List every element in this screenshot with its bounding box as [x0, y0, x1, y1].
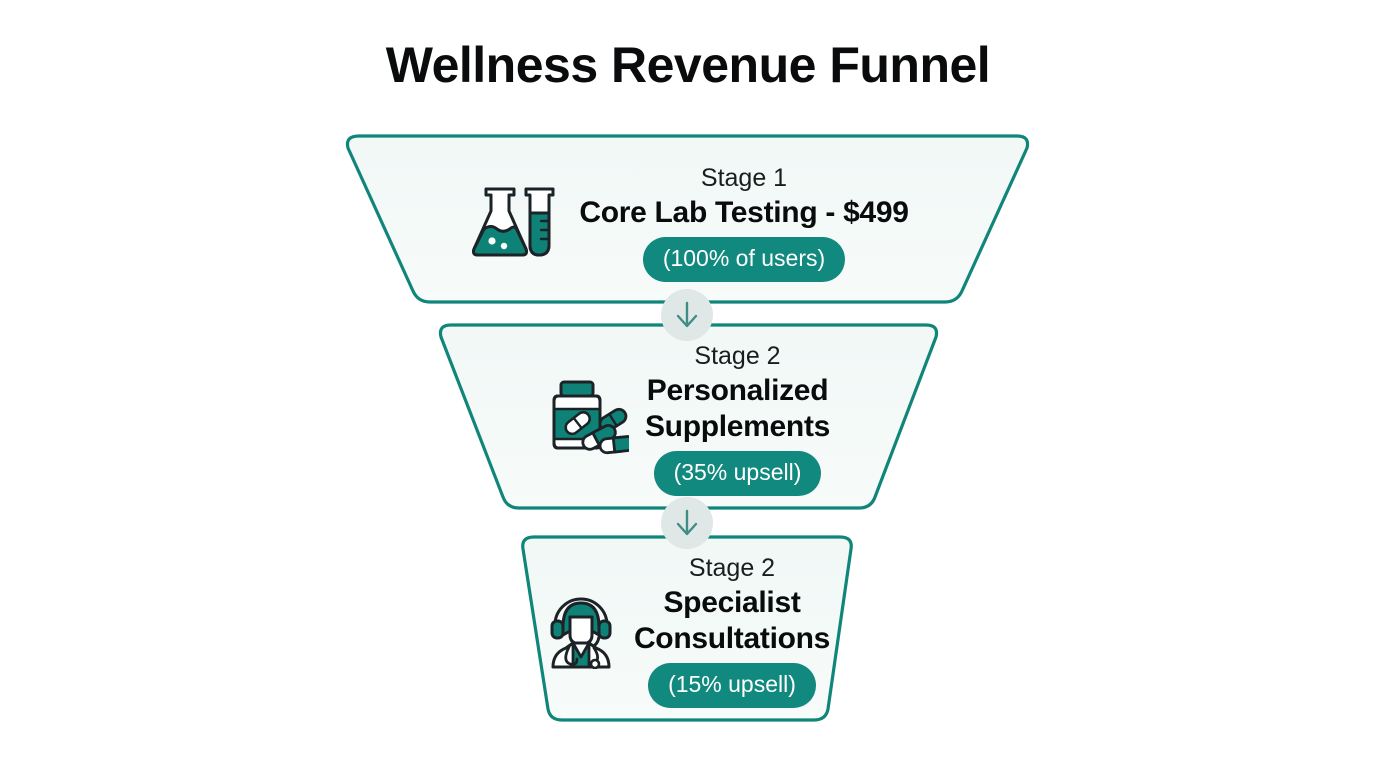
down-arrow-icon	[676, 301, 698, 328]
stage-2-label: Stage 2	[694, 342, 781, 371]
connector-arrow-2	[661, 497, 713, 549]
funnel-stage-3[interactable]: Stage 2 Specialist Consultations (15% up…	[523, 548, 851, 712]
connector-arrow-1	[661, 289, 713, 341]
stage-3-title-line2: Consultations	[633, 621, 831, 655]
stage-2-title-line1: Personalized	[646, 374, 829, 408]
stage-2-title: Personalized Supplements	[645, 373, 830, 444]
down-arrow-icon	[676, 509, 698, 536]
funnel-stage-1[interactable]: Stage 1 Core Lab Testing - $499 (100% of…	[348, 152, 1028, 292]
lab-flask-testtube-icon	[472, 187, 555, 257]
stage-2-title-line2: Supplements	[644, 409, 831, 443]
stage-1-label: Stage 1	[700, 163, 788, 192]
stage-1-text-block: Stage 1 Core Lab Testing - $499 (100% of…	[579, 162, 909, 283]
stage-2-text-block: Stage 2 Personalized Supplements (35% up…	[645, 340, 830, 496]
stage-3-title: Specialist Consultations	[634, 585, 830, 656]
funnel-stage-1-shape[interactable]	[345, 134, 1030, 304]
stage-1-badge: (100% of users)	[642, 237, 846, 283]
stage-1-title: Core Lab Testing - $499	[579, 195, 909, 229]
specialist-headset-stethoscope-icon	[550, 597, 612, 669]
stage-3-title-line1: Specialist	[663, 586, 801, 620]
stage-3-badge: (15% upsell)	[648, 662, 816, 708]
stage-3-text-block: Stage 2 Specialist Consultations (15% up…	[634, 552, 830, 708]
supplement-bottle-pills-icon	[552, 380, 629, 455]
stage-2-badge: (35% upsell)	[653, 450, 822, 496]
page-title: Wellness Revenue Funnel	[385, 37, 991, 93]
funnel-stage-2[interactable]: Stage 2 Personalized Supplements (35% up…	[440, 336, 937, 500]
stage-3-label: Stage 2	[688, 554, 776, 583]
